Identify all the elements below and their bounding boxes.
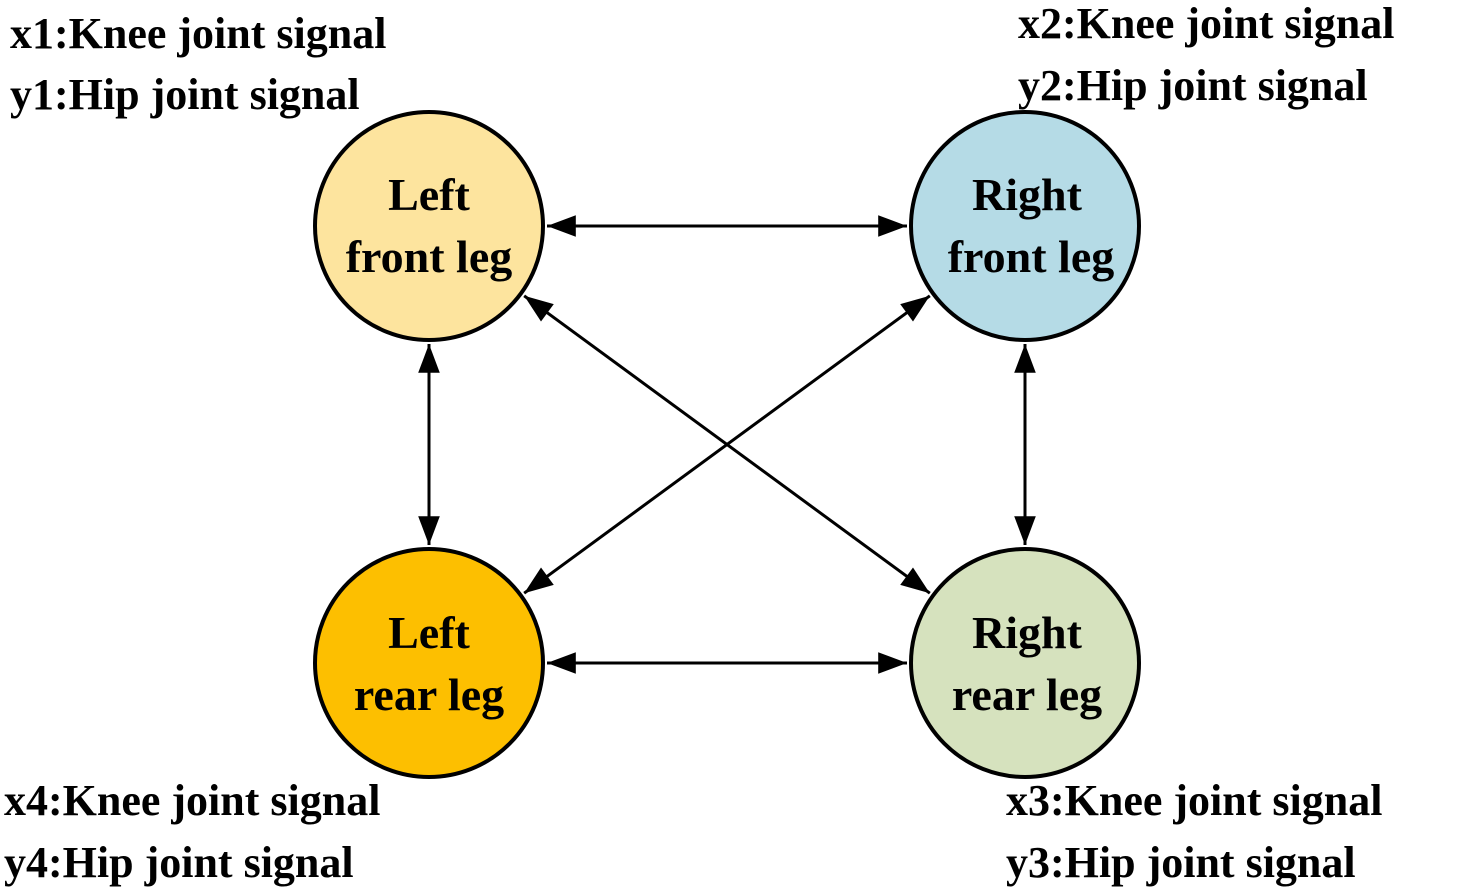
left-front-leg-label-line1: Left [388,169,470,220]
right-front-leg-label-line2: front leg [948,231,1115,282]
right-rear-knee-signal-label: x3:Knee joint signal [1006,776,1382,825]
left-front-leg-circle [313,110,545,342]
right-front-hip-signal-label: y2:Hip joint signal [1018,61,1368,110]
node-right-front-leg: Right front leg [909,110,1141,342]
right-rear-leg-circle [909,547,1141,779]
node-left-rear-leg: Left rear leg [313,547,545,779]
left-rear-hip-signal-label: y4:Hip joint signal [4,838,354,887]
left-rear-leg-label-line2: rear leg [354,669,504,720]
node-left-front-leg: Left front leg [313,110,545,342]
right-front-leg-label-line1: Right [972,169,1083,220]
right-rear-leg-label-line2: rear leg [952,669,1102,720]
right-front-knee-signal-label: x2:Knee joint signal [1018,0,1394,48]
right-front-leg-circle [909,110,1141,342]
node-right-rear-leg: Right rear leg [909,547,1141,779]
left-front-leg-label-line2: front leg [346,231,513,282]
left-rear-leg-circle [313,547,545,779]
left-rear-leg-label-line1: Left [388,607,470,658]
left-front-knee-signal-label: x1:Knee joint signal [10,9,386,58]
left-rear-knee-signal-label: x4:Knee joint signal [4,776,380,825]
edge-right-front-to-left-rear [523,294,931,595]
edges-layer [418,215,1036,674]
left-front-hip-signal-label: y1:Hip joint signal [10,70,360,119]
right-rear-leg-label-line1: Right [972,607,1083,658]
right-rear-hip-signal-label: y3:Hip joint signal [1006,838,1356,887]
